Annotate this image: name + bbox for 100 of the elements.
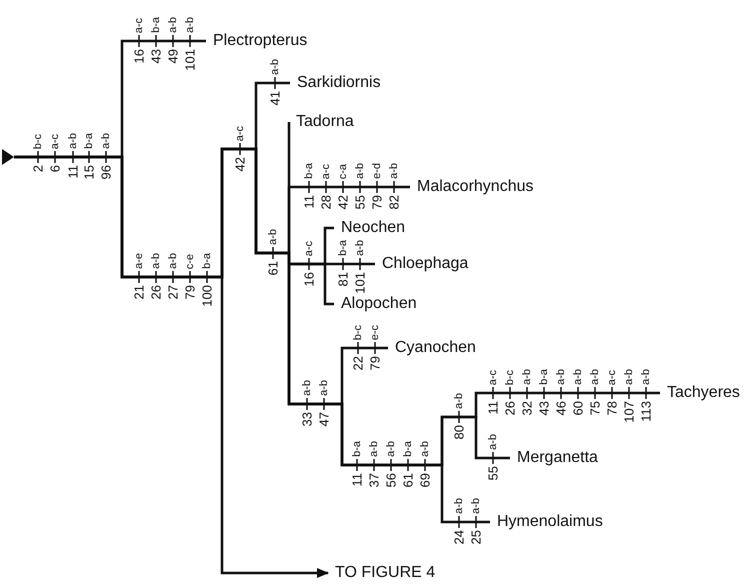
taxon-label: Neochen xyxy=(334,219,406,237)
character-number: 11 xyxy=(66,165,80,178)
character-number: 49 xyxy=(166,49,180,64)
character-number: 47 xyxy=(318,412,330,426)
character-number: 15 xyxy=(82,165,96,180)
state-change-label: a-b xyxy=(419,441,431,457)
character-number: 27 xyxy=(166,285,180,300)
state-change-label: a-b xyxy=(100,133,112,149)
state-change-label: a-b xyxy=(589,369,601,385)
taxon-label: Chloephaga xyxy=(375,255,468,273)
state-change-label: c-a xyxy=(337,164,349,179)
character-number: 11 xyxy=(350,473,364,486)
taxon-label: Hymenolaimus xyxy=(490,513,603,531)
character-number: 69 xyxy=(418,473,432,488)
state-change-label: a-b xyxy=(572,369,584,385)
state-change-label: a-b xyxy=(150,253,162,269)
character-number: 26 xyxy=(504,401,516,416)
character-number: 28 xyxy=(320,195,332,210)
state-change-label: a-b xyxy=(453,498,465,514)
character-number: 42 xyxy=(234,157,246,172)
character-number: 101 xyxy=(354,272,366,294)
character-number: 75 xyxy=(588,401,602,416)
character-number: 80 xyxy=(452,425,466,440)
state-change-label: b-a xyxy=(83,133,95,149)
character-number: 21 xyxy=(132,285,146,300)
state-change-label: c-e xyxy=(184,254,196,269)
state-change-label: a-b xyxy=(269,59,281,75)
state-change-label: b-c xyxy=(504,370,516,385)
character-number: 61 xyxy=(402,473,414,488)
taxon-label: Malacorhynchus xyxy=(410,178,534,196)
character-number: 42 xyxy=(336,195,350,210)
state-change-label: a-b xyxy=(623,369,635,385)
character-number: 79 xyxy=(368,356,382,370)
state-change-label: a-b xyxy=(555,369,567,385)
state-change-label: b-c xyxy=(32,134,44,149)
character-number: 113 xyxy=(640,401,652,422)
state-change-label: a-c xyxy=(303,240,315,256)
state-change-label: a-b xyxy=(470,498,482,514)
character-number: 25 xyxy=(470,530,482,544)
state-change-label: a-b xyxy=(318,380,330,396)
character-number: 81 xyxy=(336,272,350,286)
taxon-label: Tachyeres xyxy=(660,384,740,402)
taxon-label: Cyanochen xyxy=(388,339,476,357)
state-change-label: a-b xyxy=(167,253,179,269)
state-change-label: a-b xyxy=(385,441,397,457)
character-number: 16 xyxy=(302,272,316,286)
character-number: 43 xyxy=(150,49,162,64)
character-number: 46 xyxy=(554,401,568,416)
state-change-label: b-a xyxy=(150,17,162,33)
state-change-label: a-b xyxy=(301,380,313,396)
state-change-label: b-a xyxy=(337,240,349,256)
root-triangle xyxy=(2,149,14,165)
character-number: 96 xyxy=(100,165,112,180)
state-change-label: b-c xyxy=(352,324,364,340)
state-change-label: a-b xyxy=(388,163,400,179)
character-number: 24 xyxy=(452,530,466,544)
state-change-label: a-c xyxy=(320,164,332,179)
state-change-label: b-a xyxy=(303,163,315,179)
state-change-label: a-b xyxy=(368,441,380,457)
state-change-label: a-c xyxy=(487,370,499,385)
continuation-label: TO FIGURE 4 xyxy=(328,564,436,582)
character-number: 79 xyxy=(370,195,384,210)
character-number: 101 xyxy=(184,49,196,71)
character-number: 33 xyxy=(300,412,314,426)
character-number: 78 xyxy=(606,401,618,416)
character-number: 56 xyxy=(384,473,398,488)
character-number: 16 xyxy=(132,49,146,64)
character-number: 61 xyxy=(266,261,280,276)
taxon-label: Merganetta xyxy=(510,449,598,467)
taxon-label: Plectropterus xyxy=(206,32,308,50)
character-number: 55 xyxy=(354,195,366,210)
state-change-label: e-c xyxy=(369,324,381,340)
taxon-label: Sarkidiornis xyxy=(290,74,381,92)
character-number: 43 xyxy=(538,401,550,416)
character-number: 6 xyxy=(48,165,62,172)
state-change-label: a-b xyxy=(521,369,533,385)
taxon-label: Alopochen xyxy=(334,295,417,313)
state-change-label: a-b xyxy=(267,229,279,245)
state-change-label: a-b xyxy=(354,163,366,179)
character-number: 55 xyxy=(486,466,500,480)
character-number: 22 xyxy=(352,356,364,370)
character-number: 41 xyxy=(268,91,282,106)
state-change-label: b-a xyxy=(351,441,363,457)
state-change-label: a-b xyxy=(167,17,179,33)
state-change-label: a-b xyxy=(354,240,366,256)
character-number: 11 xyxy=(486,401,500,414)
taxon-label: Tadorna xyxy=(289,113,354,131)
character-number: 32 xyxy=(520,401,534,416)
state-change-label: b-a xyxy=(201,253,213,269)
state-change-label: a-c xyxy=(606,370,618,385)
character-number: 107 xyxy=(622,401,636,423)
state-change-label: a-b xyxy=(640,369,652,385)
character-number: 100 xyxy=(200,285,214,307)
character-number: 26 xyxy=(150,285,162,300)
character-number: 82 xyxy=(388,195,400,210)
state-change-label: a-c xyxy=(133,18,145,33)
state-change-label: a-e xyxy=(133,253,145,269)
state-change-label: a-c xyxy=(49,134,61,149)
character-number: 2 xyxy=(32,165,44,172)
character-number: 11 xyxy=(302,195,316,208)
